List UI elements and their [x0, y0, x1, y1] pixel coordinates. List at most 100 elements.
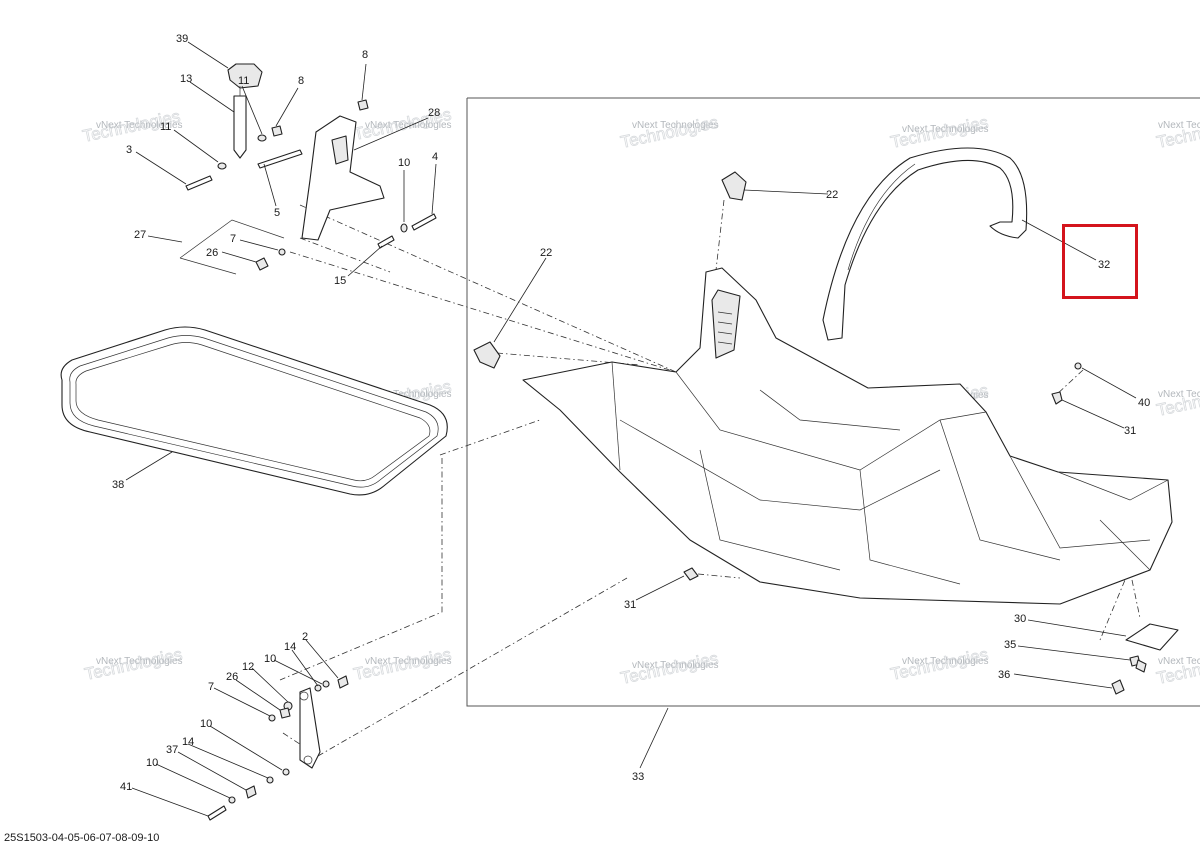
callout-26: 26 — [226, 671, 238, 683]
link-arm — [299, 687, 321, 769]
callout-31: 31 — [624, 599, 636, 611]
watermark-text: Technologies — [619, 649, 720, 688]
seat-hardware-right — [683, 362, 1179, 695]
watermark-text: Technologies — [1155, 113, 1200, 152]
watermark-text: vNext Technologies — [902, 124, 989, 135]
washer-14-upper — [314, 684, 322, 692]
strap-32 — [822, 147, 1028, 341]
washer-10 — [400, 223, 408, 233]
watermark-text: Technologies — [352, 645, 453, 684]
callout-36: 36 — [998, 669, 1010, 681]
callout-7: 7 — [230, 233, 236, 245]
washer-10-upper — [322, 680, 330, 688]
watermark-text: vNext Technologies — [1158, 389, 1200, 400]
fastener-31-lower — [683, 567, 699, 581]
callout-10: 10 — [398, 157, 410, 169]
callout-14: 14 — [284, 641, 296, 653]
clip-22-upper — [721, 171, 747, 201]
highlight-box-32 — [1062, 224, 1138, 299]
assembly-lines — [279, 199, 1141, 757]
callout-10: 10 — [200, 718, 212, 730]
watermark-text: vNext Technologies — [1158, 120, 1200, 131]
watermark-text: Technologies — [889, 645, 990, 684]
nut-8-top — [357, 99, 369, 111]
screw-40 — [1074, 362, 1082, 370]
nut-26-lower — [279, 707, 291, 719]
callout-5: 5 — [274, 207, 280, 219]
part-2 — [337, 675, 349, 689]
bolt-5 — [257, 149, 303, 169]
clip-22-lower — [473, 341, 501, 369]
callout-3: 3 — [126, 144, 132, 156]
assembly-frame — [466, 97, 1200, 707]
hinge-arm-28 — [301, 115, 385, 241]
watermark-text: vNext Technologies — [632, 660, 719, 671]
bolt-4 — [411, 213, 437, 231]
callout-13: 13 — [180, 73, 192, 85]
watermark-text: vNext Technologies — [365, 120, 452, 131]
seal-frame-38 — [60, 326, 448, 496]
callout-37: 37 — [166, 744, 178, 756]
hinge-hardware-lower — [207, 675, 349, 821]
watermark-text: vNext Technologies — [902, 656, 989, 667]
latch-30 — [1125, 623, 1179, 651]
callout-32: 32 — [1098, 259, 1110, 271]
nut-8-right — [271, 125, 283, 137]
bolt-3 — [185, 175, 213, 191]
callout-numbers: 39 13 11 11 8 8 3 5 28 10 4 27 7 26 15 2… — [112, 33, 1150, 793]
washer-14-lower — [266, 776, 274, 784]
clip-36b — [1135, 659, 1147, 673]
fastener-31-upper — [1051, 391, 1063, 405]
washer-11-right — [257, 134, 267, 142]
clip-36 — [1111, 679, 1125, 695]
callout-39: 39 — [176, 33, 188, 45]
spacer-37 — [245, 785, 257, 799]
callout-35: 35 — [1004, 639, 1016, 651]
callout-10: 10 — [264, 653, 276, 665]
callout-4: 4 — [432, 151, 438, 163]
callout-15: 15 — [334, 275, 346, 287]
callout-8: 8 — [362, 49, 368, 61]
watermark-text: vNext Technologies — [365, 656, 452, 667]
callout-22: 22 — [540, 247, 552, 259]
callout-30: 30 — [1014, 613, 1026, 625]
washer-10-lower — [282, 768, 290, 776]
watermark-text: vNext Technologies — [632, 120, 719, 131]
pin-15 — [377, 235, 395, 249]
callout-2: 2 — [302, 631, 308, 643]
watermark-text: vNext Technologies — [96, 120, 183, 131]
drawing-number: 25S1503-04-05-06-07-08-09-10 — [4, 832, 160, 844]
callout-40: 40 — [1138, 397, 1150, 409]
callout-33: 33 — [632, 771, 644, 783]
bolt-41 — [207, 805, 227, 821]
leader-lines — [125, 41, 1137, 817]
washer-10-bottom — [228, 796, 236, 804]
callout-12: 12 — [242, 661, 254, 673]
watermark-text: vNext Technologies — [365, 389, 452, 400]
watermark-text: Technologies — [1155, 649, 1200, 688]
washer-11-left — [217, 162, 227, 170]
callout-22: 22 — [826, 189, 838, 201]
callout-31: 31 — [1124, 425, 1136, 437]
callout-8: 8 — [298, 75, 304, 87]
callout-38: 38 — [112, 479, 124, 491]
callout-11: 11 — [238, 75, 249, 87]
callout-26: 26 — [206, 247, 218, 259]
callout-27: 27 — [134, 229, 146, 241]
callout-14: 14 — [182, 736, 194, 748]
washer-7-lower — [268, 714, 276, 722]
watermark-text: Technologies — [889, 113, 990, 152]
nut-26 — [255, 257, 269, 271]
seat-33 — [522, 267, 1173, 605]
watermark-text: vNext Technologies — [96, 656, 183, 667]
gas-spring-13 — [233, 95, 247, 159]
callout-10: 10 — [146, 757, 158, 769]
callout-28: 28 — [428, 107, 440, 119]
watermark-text: Technologies — [83, 645, 184, 684]
callout-7: 7 — [208, 681, 214, 693]
watermark-text: Technologies — [619, 113, 720, 152]
hinge-hardware-upper — [179, 63, 437, 275]
washer-7 — [278, 248, 286, 256]
bracket-39 — [227, 63, 263, 89]
